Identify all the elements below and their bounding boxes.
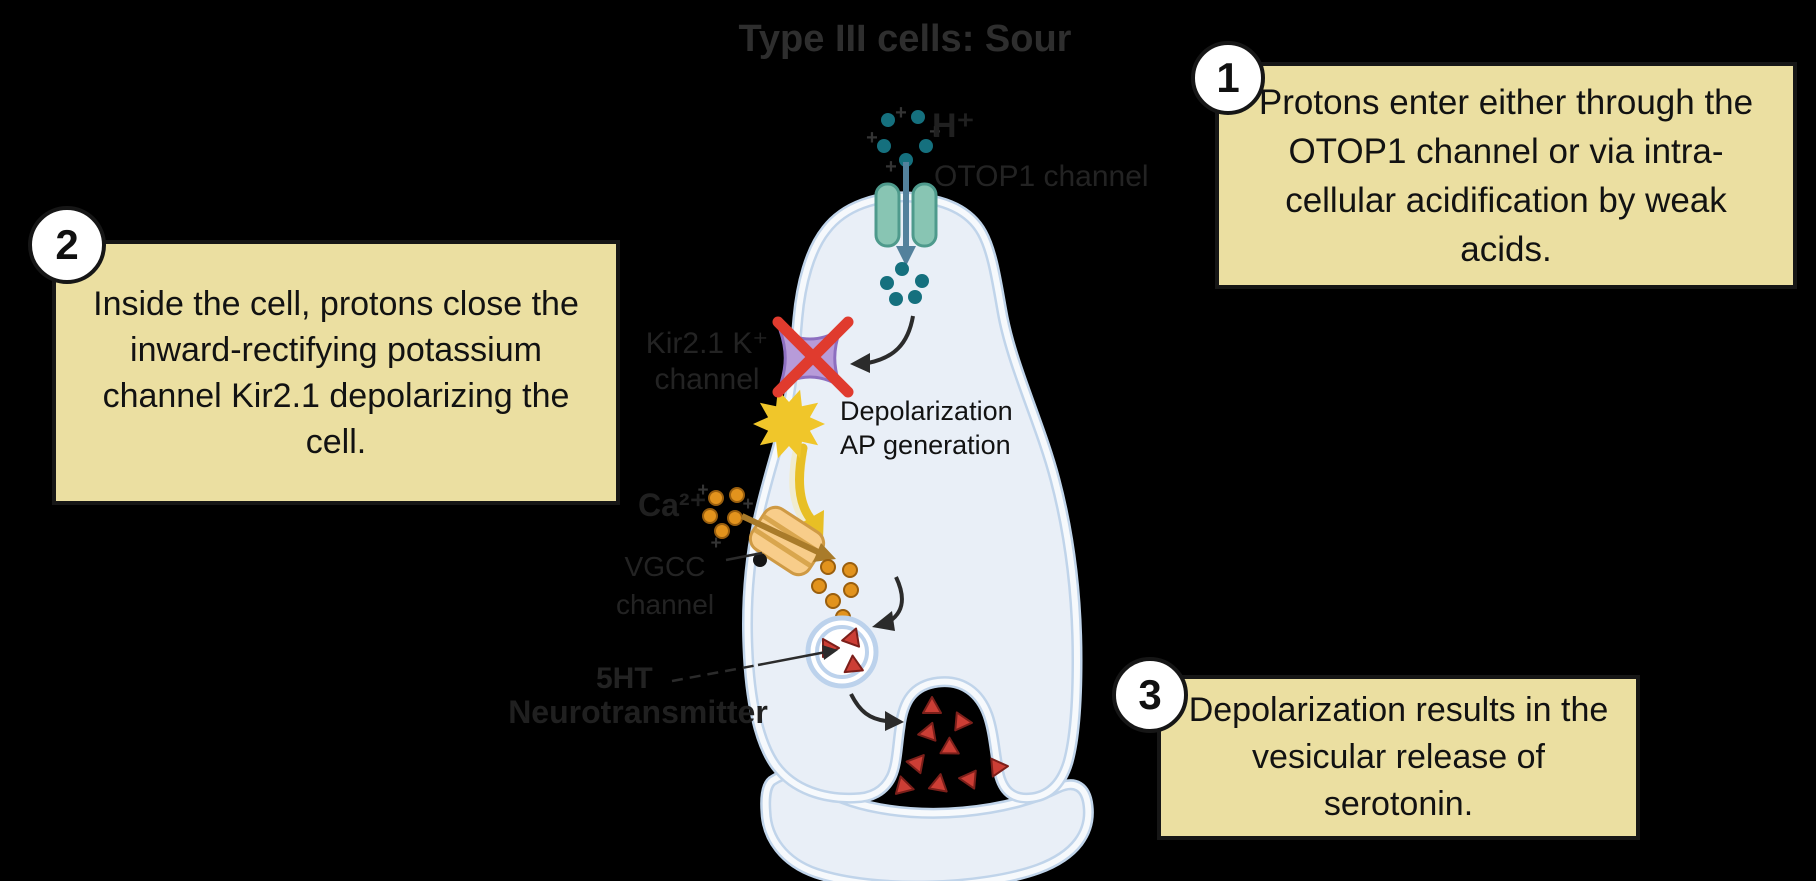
callout-1-text: Protons enter either through the OTOP1 c… bbox=[1258, 82, 1754, 269]
calcium-cluster-inside bbox=[811, 559, 859, 625]
neurotransmitter-label: Neurotransmitter bbox=[508, 694, 768, 730]
kir21-label-line1: Kir2.1 K⁺ bbox=[645, 327, 769, 360]
vesicle-to-release-arrow bbox=[849, 693, 904, 731]
otop1-channel-label: OTOP1 channel bbox=[934, 160, 1149, 193]
callout-2-number: 2 bbox=[28, 206, 106, 284]
callout-2-text: Inside the cell, protons close the inwar… bbox=[93, 284, 579, 461]
vgcc-channel-icon bbox=[725, 505, 836, 577]
svg-text:+: + bbox=[895, 102, 907, 124]
callout-2-box: Inside the cell, protons close the inwar… bbox=[52, 240, 620, 505]
calcium-cluster-outside: + + + bbox=[697, 480, 753, 554]
svg-text:+: + bbox=[885, 156, 897, 178]
svg-text:+: + bbox=[866, 127, 878, 149]
blocked-x-icon bbox=[772, 316, 854, 398]
serotonin-label-leader bbox=[671, 645, 838, 683]
proton-cluster-inside bbox=[880, 262, 929, 306]
callout-3-text: Depolarization results in the vesicular … bbox=[1188, 691, 1609, 823]
callout-1-number: 1 bbox=[1191, 41, 1265, 115]
kir21-label-line2: channel bbox=[654, 363, 760, 396]
svg-text:+: + bbox=[929, 121, 941, 143]
serotonin-vesicle bbox=[805, 615, 879, 689]
serotonin-abbr-label: 5HT bbox=[596, 662, 653, 695]
otop1-channel-icon bbox=[874, 162, 938, 266]
depolarization-note: Depolarization AP generation bbox=[840, 394, 1013, 462]
callout-3-box: Depolarization results in the vesicular … bbox=[1157, 675, 1640, 840]
diagram-title: Type III cells: Sour bbox=[738, 18, 1072, 60]
depolarization-bolt-icon bbox=[753, 389, 825, 459]
svg-text:+: + bbox=[710, 533, 721, 554]
depolarization-line2: AP generation bbox=[840, 430, 1011, 460]
proton-cluster-outside: + + + + bbox=[866, 102, 941, 178]
callout-1-box: Protons enter either through the OTOP1 c… bbox=[1215, 62, 1797, 289]
vgcc-label-line2: channel bbox=[615, 589, 715, 620]
vgcc-label-line1: VGCC bbox=[624, 551, 706, 582]
calcium-to-vesicle-arrow bbox=[872, 576, 904, 631]
proton-label: H⁺ bbox=[932, 107, 975, 145]
kir21-channel-label: Kir2.1 K⁺ channel bbox=[628, 326, 786, 398]
callout-3-number: 3 bbox=[1112, 657, 1188, 733]
calcium-label: Ca²⁺ bbox=[638, 487, 707, 523]
svg-text:+: + bbox=[697, 480, 708, 501]
proton-to-kir-arrow bbox=[850, 315, 915, 373]
svg-text:+: + bbox=[742, 494, 753, 515]
vgcc-channel-label: VGCC channel bbox=[585, 548, 745, 624]
depolarization-line1: Depolarization bbox=[840, 396, 1013, 426]
